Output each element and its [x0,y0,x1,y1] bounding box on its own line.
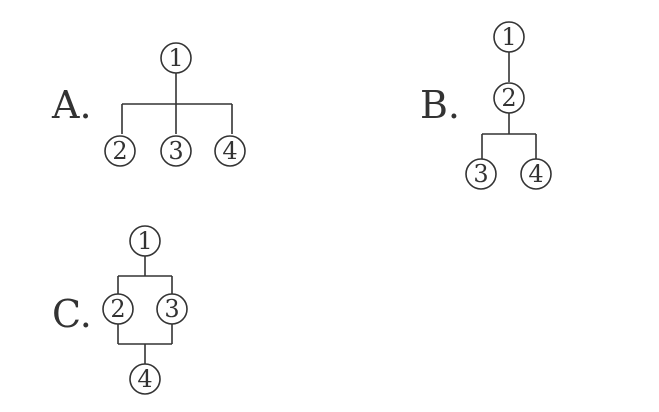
option-b-node-2: 2 [493,82,525,114]
option-b-node-4-text: 4 [528,160,543,188]
option-c-node-2: 2 [102,293,134,325]
option-b-node-2-text: 2 [501,84,516,112]
option-b-node-1-text: 1 [501,23,516,51]
option-a-node-2: 2 [104,135,136,167]
option-c-node-3-text: 3 [164,295,179,323]
option-a-node-3-text: 3 [168,137,183,165]
option-b-node-1: 1 [493,21,525,53]
option-a-node-4: 4 [214,135,246,167]
option-a: A. 1 2 3 4 [51,42,246,167]
option-b-label: B. [420,83,460,127]
option-c-label: C. [52,292,92,336]
option-a-node-3: 3 [160,135,192,167]
option-a-node-1-text: 1 [168,44,183,72]
option-a-node-4-text: 4 [222,137,237,165]
option-a-node-1: 1 [160,42,192,74]
option-b: B. 1 2 3 4 [420,21,552,190]
option-b-node-4: 4 [520,158,552,190]
option-c-node-1-text: 1 [137,227,152,255]
option-c-node-2-text: 2 [110,295,125,323]
option-b-node-3-text: 3 [473,160,488,188]
option-a-label: A. [51,83,92,127]
option-a-node-2-text: 2 [112,137,127,165]
option-c-node-1: 1 [129,225,161,257]
option-c-node-4-text: 4 [137,365,152,393]
option-c-node-3: 3 [156,293,188,325]
option-b-node-3: 3 [465,158,497,190]
option-c-node-4: 4 [129,363,161,395]
option-c: C. 1 2 3 4 [52,225,188,395]
